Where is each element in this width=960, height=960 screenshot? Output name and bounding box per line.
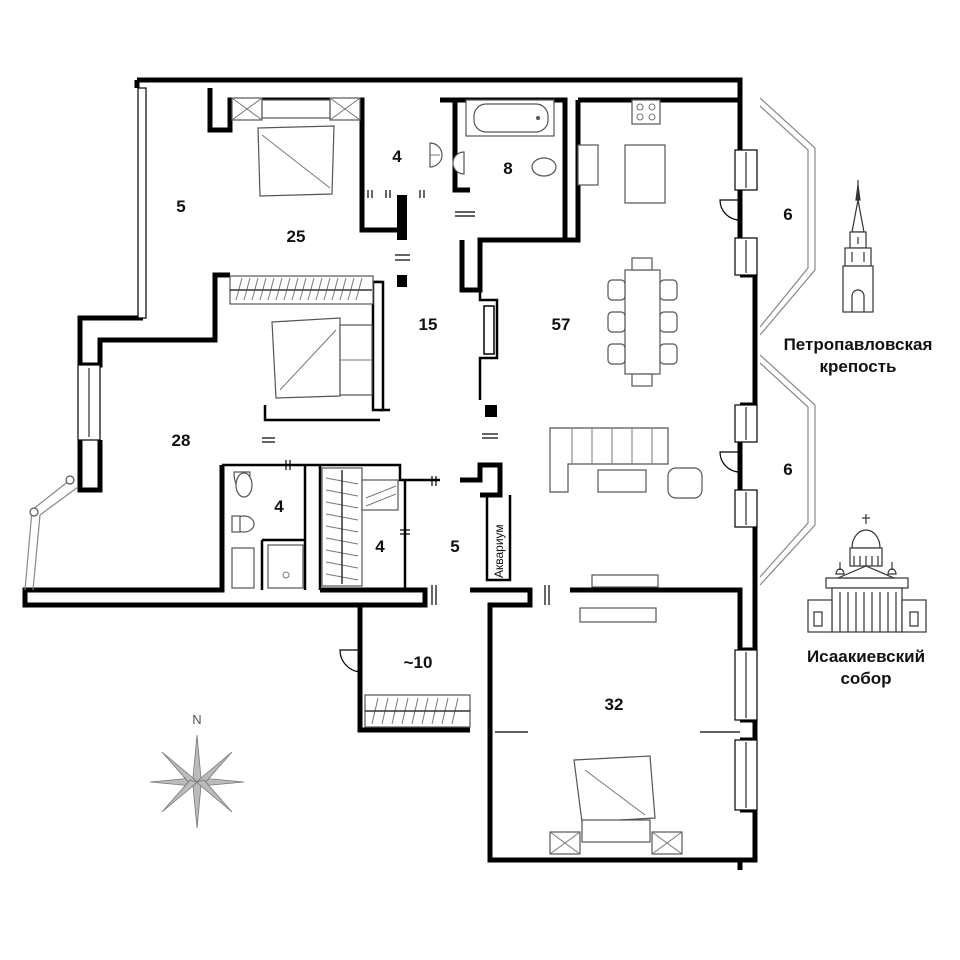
room-area-bay-south: 6 [783,460,792,479]
bed-north [231,97,361,197]
interior-walls [222,195,512,590]
door-swings [339,199,741,673]
windows-west [24,87,147,591]
room-area-balcony-west: 5 [176,197,185,216]
room-area-hall: 15 [419,315,438,334]
exterior-walls [22,77,758,870]
bed-south [549,755,683,855]
room-area-bedroom-south: 32 [605,695,624,714]
cathedral-label-line2: собор [840,669,891,688]
bed-west [271,317,373,399]
wardrobe-hangers [229,275,471,728]
cathedral-icon [807,514,927,633]
room-area-corridor: 5 [450,537,459,556]
room-area-wc-north: 4 [392,147,402,166]
room-labels: 5 25 4 8 57 15 28 4 4 5 ~10 32 6 6 Аквар… [172,147,793,714]
plumbing-fixtures [231,99,599,589]
aquarium-label: Аквариум [492,524,506,578]
room-area-closet: 4 [375,537,385,556]
room-area-bay-north: 6 [783,205,792,224]
room-area-storage: ~10 [404,653,433,672]
room-area-bathroom: 8 [503,159,512,178]
kitchen-living-furniture [549,99,703,623]
cathedral-label-line1: Исаакиевский [807,647,925,666]
room-area-kitchen-living: 57 [552,315,571,334]
compass-rose-icon [149,734,245,829]
windows-east [734,97,816,811]
room-area-bathroom-small: 4 [274,497,284,516]
fortress-label-line2: крепость [819,357,896,376]
compass-north-label: N [192,712,201,727]
fortress-label-line1: Петропавловская [784,335,933,354]
door-markers [262,190,740,733]
room-area-bedroom-west: 28 [172,431,191,450]
room-area-bedroom-north: 25 [287,227,306,246]
fortress-spire-icon [842,180,874,313]
